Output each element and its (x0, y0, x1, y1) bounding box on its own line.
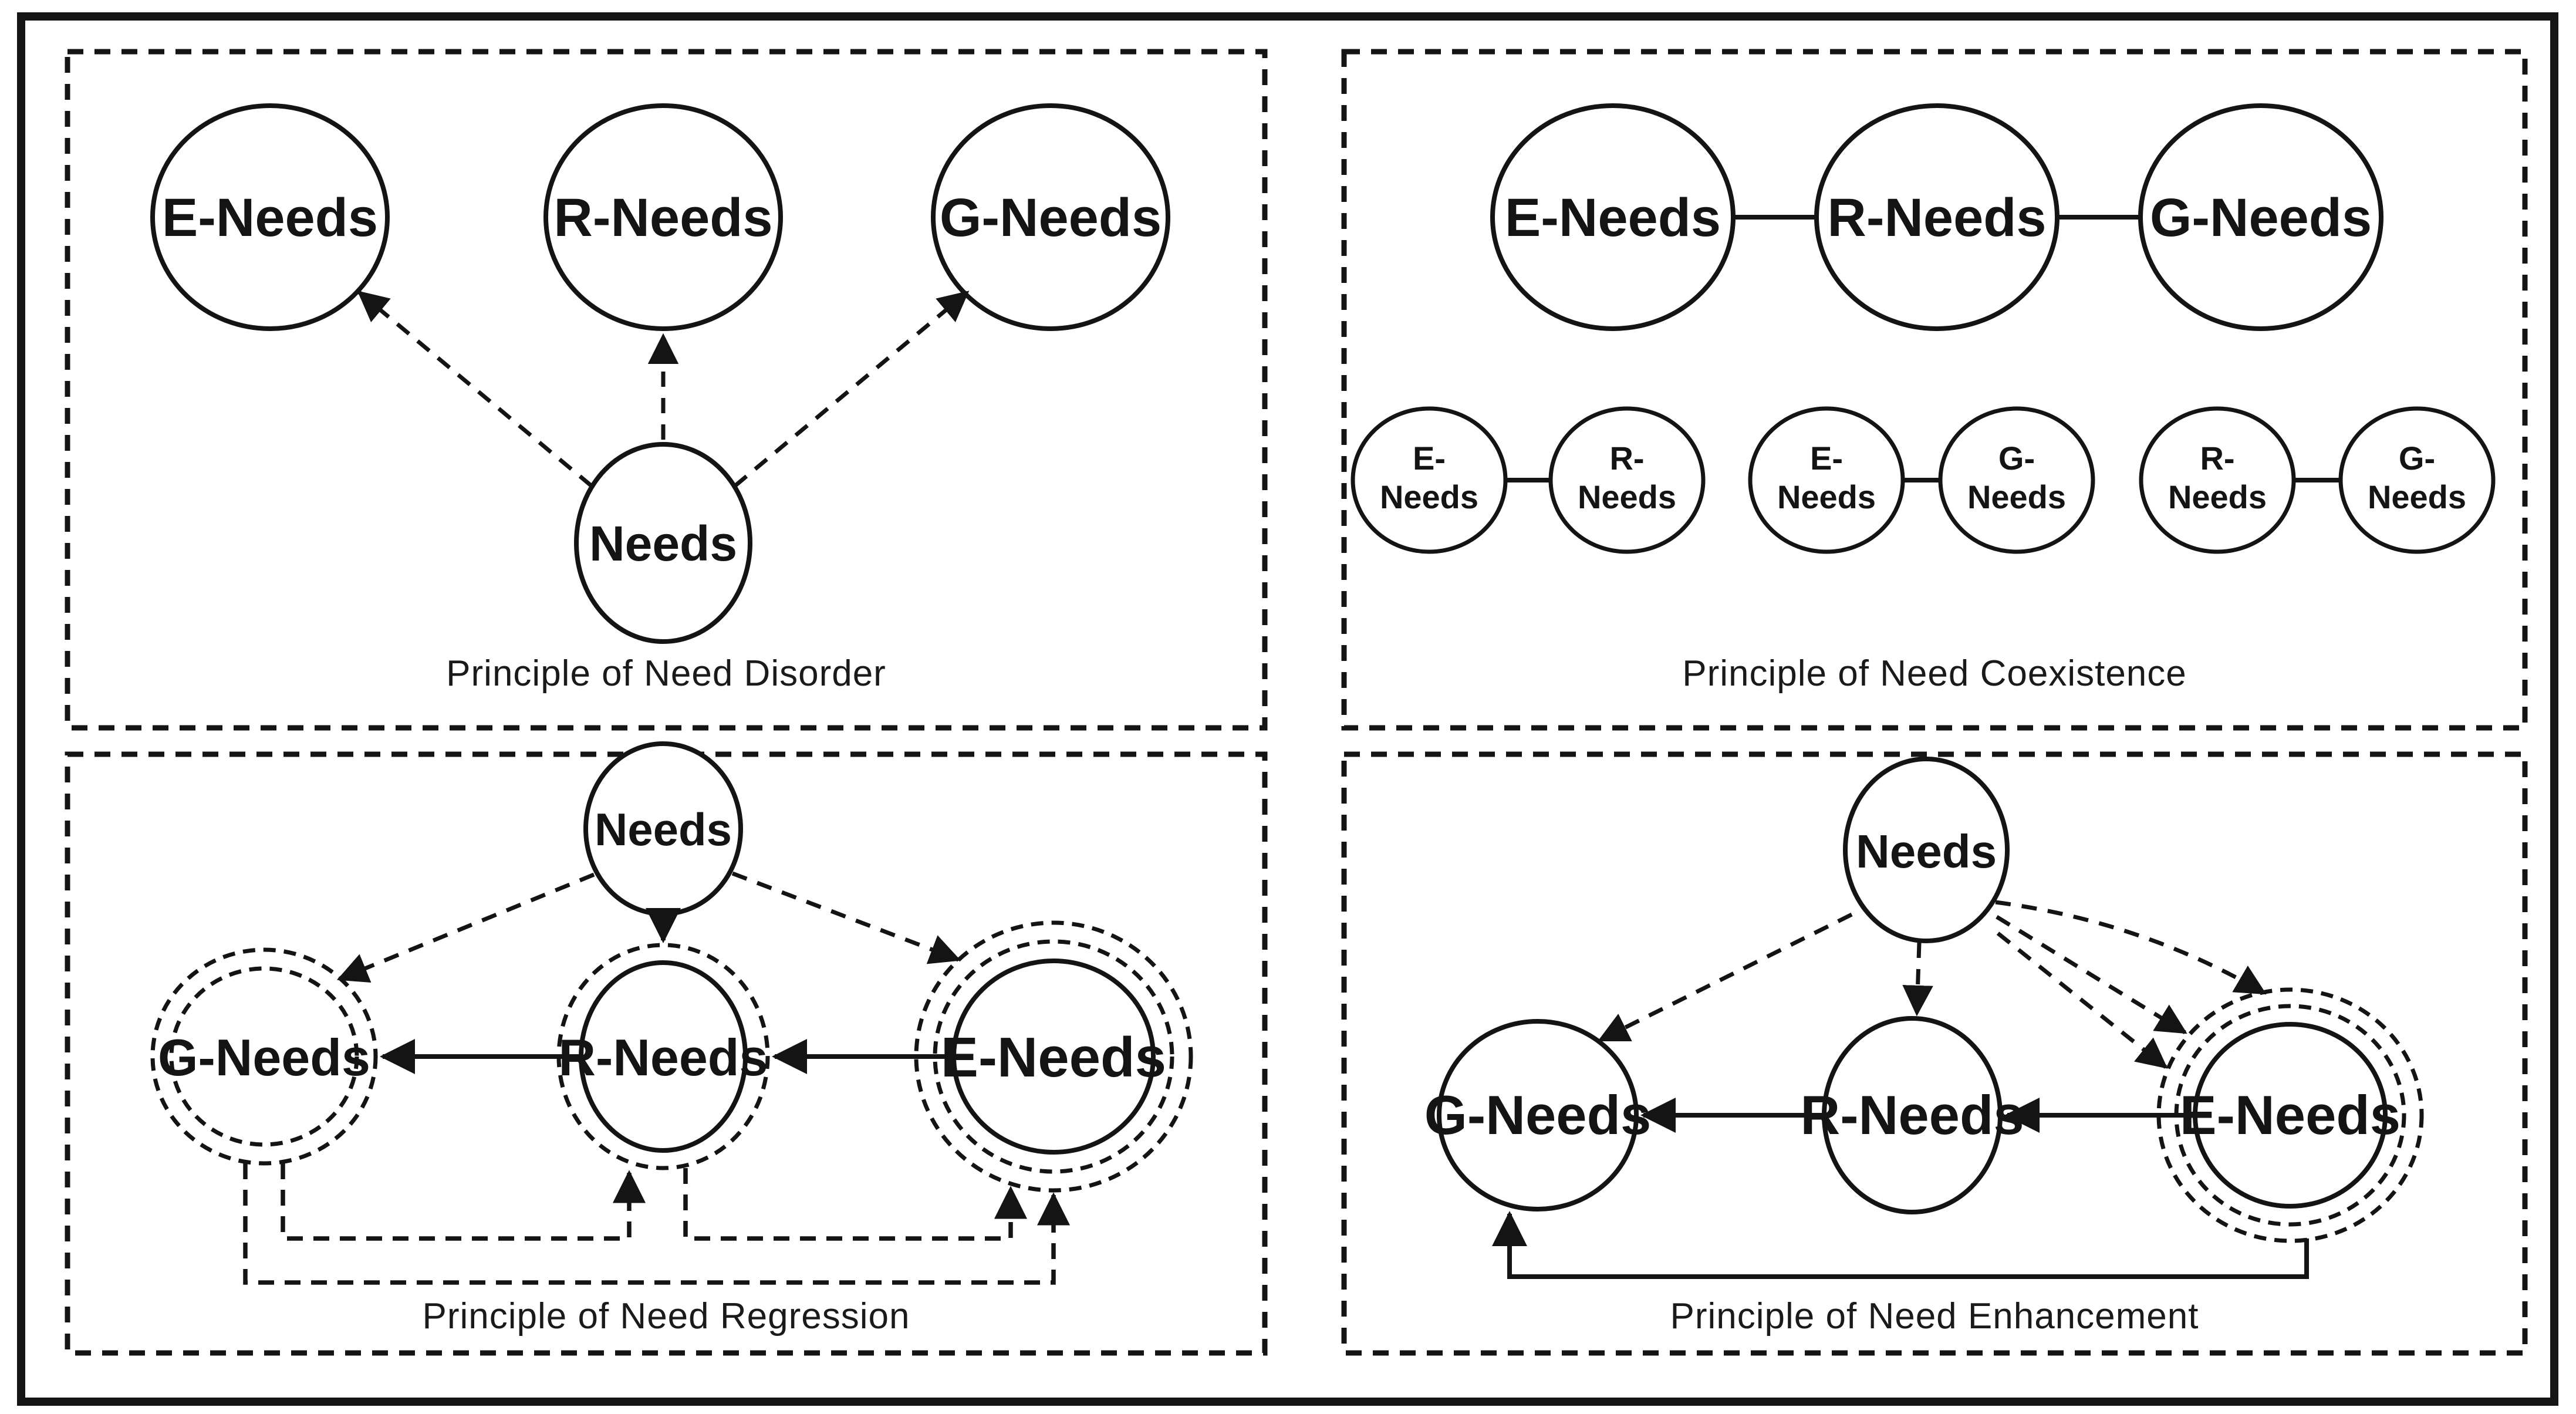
node-needs (574, 442, 752, 644)
arrow-needs-to-e-low (1996, 932, 2168, 1069)
pair2-left-line1: E- (1810, 440, 1843, 477)
panel-coexistence-border (1341, 49, 2528, 731)
panel-disorder-border (65, 49, 1268, 731)
node-g-needs-big-label: G-Needs (2150, 188, 2372, 248)
arrow-needs-to-e-mid (1996, 915, 2187, 1034)
node-g-needs (1437, 1019, 1639, 1211)
node-g-needs-label: G-Needs (940, 188, 1162, 248)
pair1-right-line1: R- (1609, 440, 1644, 477)
arrow-needs-to-e (731, 871, 961, 964)
node-r-needs (579, 960, 748, 1153)
node-e-needs-ring-2 (2156, 987, 2424, 1243)
node-e-needs-label: E-Needs (941, 1026, 1166, 1089)
node-e-needs-big (1490, 103, 1736, 331)
arrow-needs-to-e (357, 291, 593, 488)
node-g-needs-label: G-Needs (158, 1028, 370, 1086)
node-g-needs-big (2138, 103, 2383, 331)
node-r-needs-label: R-Needs (559, 1028, 768, 1086)
feedback-g-to-r (281, 1163, 646, 1241)
node-needs-label: Needs (595, 804, 732, 855)
pair3-left-line2: Needs (2168, 478, 2267, 515)
node-e-needs-ring-1 (933, 939, 1174, 1174)
node-pair3-right (2338, 406, 2496, 554)
pair1-left-line1: E- (1413, 440, 1446, 477)
node-needs-label: Needs (589, 516, 737, 571)
panel-need-regression: Needs G-Needs R-Needs E-Needs Principle … (65, 741, 1268, 1356)
panel-need-enhancement: Needs G-Needs R-Needs E-Needs Principle … (1341, 751, 2528, 1356)
panel-regression-caption: Principle of Need Regression (423, 1296, 910, 1337)
node-g-needs-inner-ring (169, 966, 359, 1147)
feedback-e-to-g (1492, 1211, 2309, 1279)
panel-enhancement-caption: Principle of Need Enhancement (1670, 1296, 2199, 1337)
node-r-needs-big-label: R-Needs (1827, 188, 2046, 248)
node-pair1-left (1351, 406, 1508, 554)
pair2-right-line1: G- (1998, 440, 2035, 477)
pair2-right-line2: Needs (1967, 478, 2066, 515)
node-g-needs-label: G-Needs (1424, 1084, 1652, 1146)
arrow-needs-to-r (1902, 942, 1933, 1017)
node-pair1-right (1548, 406, 1706, 554)
node-r-needs-label: R-Needs (1800, 1084, 2024, 1146)
pair2-left-line2: Needs (1777, 478, 1876, 515)
panel-coexistence-caption: Principle of Need Coexistence (1682, 653, 2187, 694)
arrow-needs-to-g (733, 291, 970, 488)
node-needs-label: Needs (1856, 825, 1997, 878)
node-r-needs-label: R-Needs (553, 188, 772, 248)
node-e-needs-label: E-Needs (162, 188, 378, 248)
node-r-needs (543, 103, 783, 331)
node-e-needs (150, 103, 390, 331)
pair3-right-line1: G- (2399, 440, 2435, 477)
arrow-needs-to-e-top (1995, 900, 2267, 995)
node-r-needs-big (1814, 103, 2060, 331)
pair1-left-line2: Needs (1380, 478, 1478, 515)
node-e-needs-big-label: E-Needs (1505, 188, 1721, 248)
panel-need-disorder: E-Needs R-Needs G-Needs Needs Principle … (65, 49, 1268, 731)
figure-outer-border (17, 12, 2558, 1406)
pair3-left-line1: R- (2200, 440, 2234, 477)
node-pair3-left (2139, 406, 2296, 554)
node-pair2-right (1938, 406, 2095, 554)
node-e-needs-ring-2 (914, 920, 1193, 1193)
node-g-needs-outer-ring (150, 947, 378, 1166)
node-needs (1843, 757, 2010, 943)
node-e-needs-label: E-Needs (2180, 1084, 2401, 1146)
node-g-needs (931, 103, 1170, 331)
feedback-r-to-e (683, 1168, 1028, 1241)
arrow-needs-to-g (336, 872, 595, 983)
panel-disorder-caption: Principle of Need Disorder (446, 653, 886, 694)
pair3-right-line2: Needs (2368, 478, 2466, 515)
feedback-g-to-e (243, 1163, 1071, 1285)
arrow-needs-to-g (1598, 912, 1853, 1042)
node-pair2-left (1748, 406, 1905, 554)
pair1-right-line2: Needs (1578, 478, 1676, 515)
panel-need-coexistence: E-Needs R-Needs G-Needs E- Needs R- Need… (1341, 49, 2528, 731)
